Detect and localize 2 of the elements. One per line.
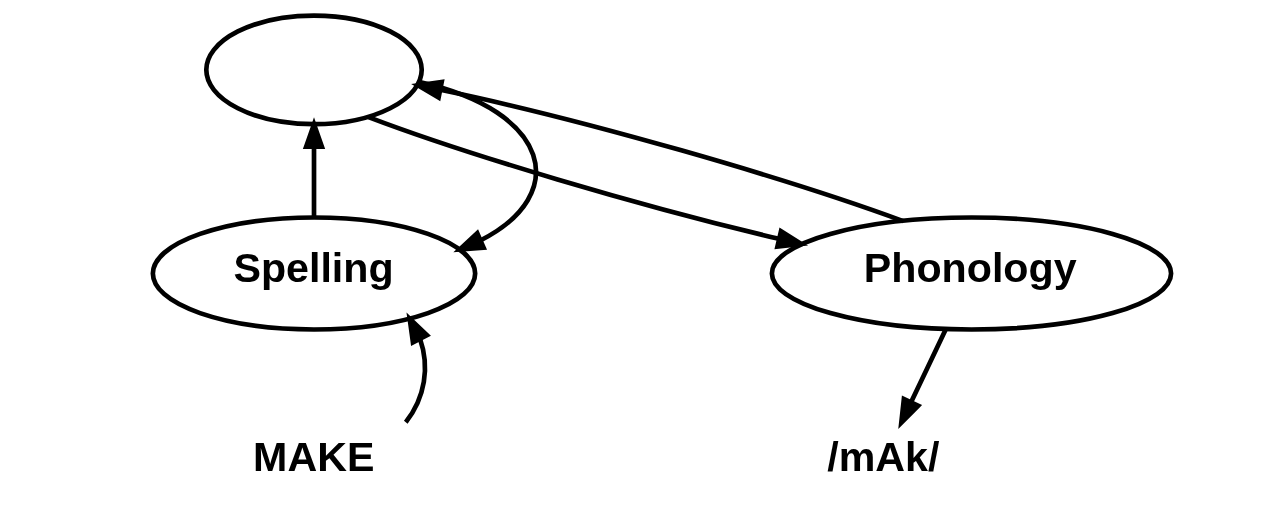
node-text: MAKE <box>253 433 375 480</box>
node-text: /mAk/ <box>827 433 940 480</box>
